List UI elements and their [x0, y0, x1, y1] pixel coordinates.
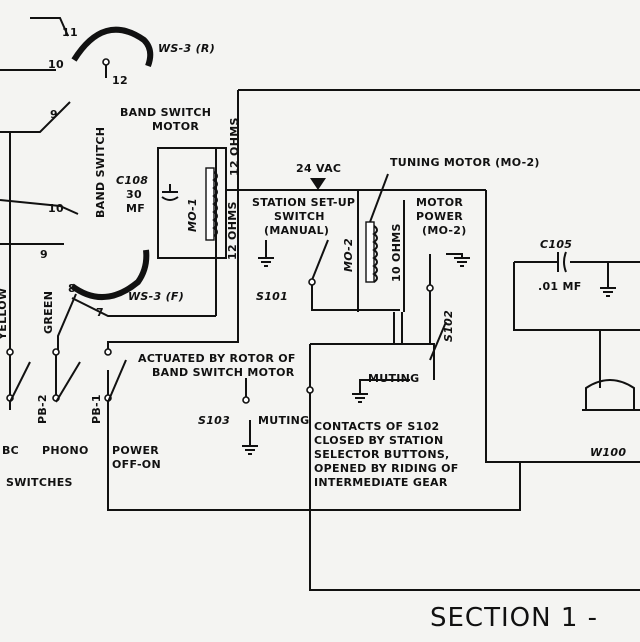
label-band-switch-vertical: BAND SWITCH [94, 127, 107, 218]
label-c108: C108 [116, 174, 148, 187]
label-pb1: PB-1 [90, 394, 103, 424]
label-phono: PHONO [42, 444, 89, 457]
label-station-setup-2: SWITCH [274, 210, 325, 223]
terminal-7: 7 [96, 306, 104, 319]
label-pb2: PB-2 [36, 394, 49, 424]
terminal-11: 11 [62, 26, 78, 39]
terminal-8: 8 [68, 282, 76, 295]
vac-arrow [310, 178, 326, 190]
contact-nodes [6, 58, 447, 404]
label-muting-2: MUTING [258, 414, 310, 427]
label-c105-value: .01 MF [538, 280, 582, 293]
label-mo1: MO-1 [186, 198, 199, 232]
section-title: SECTION 1 - [430, 603, 598, 633]
label-motor-power-1: MOTOR [416, 196, 463, 209]
ground-symbol [446, 253, 470, 267]
label-band-switch-motor-2: MOTOR [152, 120, 199, 133]
label-10-ohms: 10 OHMS [390, 223, 403, 282]
mo2-coil [365, 173, 389, 283]
label-motor-power-3: (MO-2) [422, 224, 467, 237]
label-contacts-3: SELECTOR BUTTONS, [314, 448, 450, 461]
label-actuated-2: BAND SWITCH MOTOR [152, 366, 295, 379]
label-contacts-4: OPENED BY RIDING OF [314, 462, 459, 475]
components [161, 167, 567, 283]
ground-symbol [258, 257, 274, 267]
label-c108-unit: MF [126, 202, 145, 215]
label-s102: S102 [442, 310, 455, 342]
label-12-ohms-top: 12 OHMS [228, 117, 241, 176]
label-c108-value: 30 [126, 188, 142, 201]
ground-symbol [242, 445, 258, 455]
label-24-vac: 24 VAC [296, 162, 341, 175]
terminal-10-upper: 10 [48, 58, 64, 71]
label-motor-power-2: POWER [416, 210, 463, 223]
wiring [0, 17, 640, 591]
label-s103: S103 [198, 414, 230, 427]
label-mo2: MO-2 [342, 238, 355, 272]
label-bc: BC [2, 444, 19, 457]
label-switches: SWITCHES [6, 476, 73, 489]
grounds [242, 253, 616, 455]
band-switch-arcs [70, 26, 154, 301]
label-ws3-f: WS-3 (F) [128, 290, 184, 303]
label-power-1: POWER [112, 444, 159, 457]
label-ws3-r: WS-3 (R) [158, 42, 215, 55]
label-actuated-1: ACTUATED BY ROTOR OF [138, 352, 296, 365]
terminal-10-lower: 10 [48, 202, 64, 215]
label-yellow: YELLOW [0, 288, 9, 341]
label-contacts-1: CONTACTS OF S102 [314, 420, 440, 433]
label-power-2: OFF-ON [112, 458, 161, 471]
mo1-coil [205, 167, 218, 241]
label-w100: W100 [590, 446, 626, 459]
label-station-setup-1: STATION SET-UP [252, 196, 355, 209]
label-tuning-motor: TUNING MOTOR (MO-2) [390, 156, 540, 169]
ground-symbol [352, 393, 368, 403]
label-contacts-5: INTERMEDIATE GEAR [314, 476, 448, 489]
label-c105: C105 [540, 238, 572, 251]
label-contacts-2: CLOSED BY STATION [314, 434, 444, 447]
terminal-9-lower: 9 [40, 248, 48, 261]
label-green: GREEN [42, 291, 55, 334]
ground-symbol [600, 287, 616, 297]
terminal-9-upper: 9 [50, 108, 58, 121]
label-muting-1: MUTING [368, 372, 420, 385]
label-12-ohms-bottom: 12 OHMS [226, 201, 239, 260]
terminal-12: 12 [112, 74, 128, 87]
label-station-setup-3: (MANUAL) [264, 224, 329, 237]
label-band-switch-motor-1: BAND SWITCH [120, 106, 211, 119]
labels: WS-3 (R) WS-3 (F) BAND SWITCH BAND SWITC… [0, 26, 626, 633]
label-s101: S101 [256, 290, 288, 303]
